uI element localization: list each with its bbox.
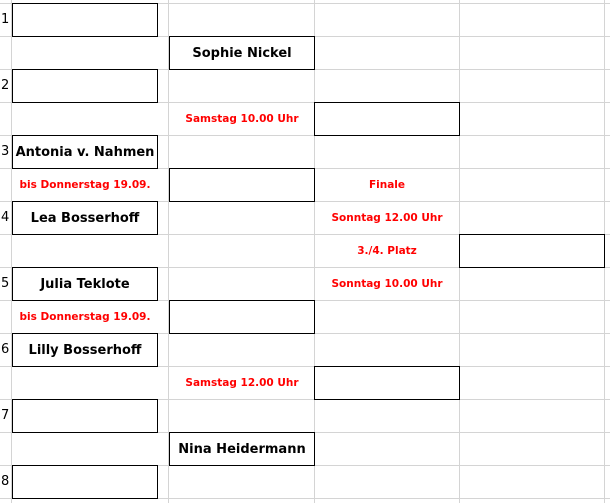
seed-number: 8 [1,474,10,489]
winner-slot[interactable] [459,234,605,268]
seed-number: 3 [1,144,10,159]
deadline-label: bis Donnerstag 19.09. [19,178,151,191]
player-slot-6[interactable]: Lilly Bosserhoff [12,333,158,367]
seed-number: 7 [1,408,10,423]
semifinal-slot-1[interactable] [314,102,460,136]
gridline [0,3,610,4]
player-slot-7[interactable] [12,399,158,433]
quarterfinal-slot-2[interactable] [169,168,315,202]
final-time-label: Sonntag 12.00 Uhr [331,211,443,224]
third-place-label: 3./4. Platz [357,244,417,257]
player-slot-3[interactable]: Antonia v. Nahmen [12,135,158,169]
gridline [11,0,12,503]
seed-number: 4 [1,210,10,225]
gridline [0,234,610,235]
gridline [0,102,610,103]
quarterfinal-slot-3[interactable] [169,300,315,334]
player-slot-4[interactable]: Lea Bosserhoff [12,201,158,235]
quarterfinal-slot-4[interactable]: Nina Heidermann [169,432,315,466]
semifinal-slot-2[interactable] [314,366,460,400]
player-slot-2[interactable] [12,69,158,103]
gridline [0,267,610,268]
player-slot-1[interactable] [12,3,158,37]
deadline-label: bis Donnerstag 19.09. [19,310,151,323]
seed-number: 2 [1,78,10,93]
seed-number: 6 [1,342,10,357]
seed-number: 1 [1,12,10,27]
gridline [168,0,169,503]
player-slot-8[interactable] [12,465,158,499]
gridline [314,0,315,503]
gridline [0,135,610,136]
final-label: Finale [368,178,406,191]
seed-number: 5 [1,276,10,291]
player-slot-5[interactable]: Julia Teklote [12,267,158,301]
match-time-label: Samstag 10.00 Uhr [185,112,299,125]
match-time-label: Samstag 12.00 Uhr [185,376,299,389]
quarterfinal-slot-1[interactable]: Sophie Nickel [169,36,315,70]
gridline [0,498,610,499]
gridline [0,366,610,367]
gridline [0,399,610,400]
third-place-time-label: Sonntag 10.00 Uhr [331,277,443,290]
